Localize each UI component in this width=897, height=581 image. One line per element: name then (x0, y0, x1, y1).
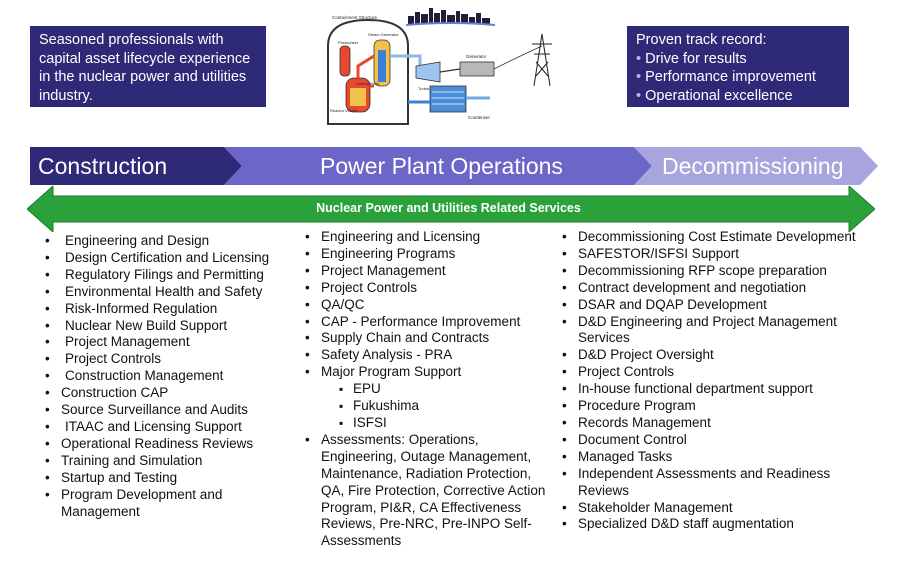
intro-box-experience: Seasoned professionals with capital asse… (30, 26, 266, 107)
containment-label: Containment Structure (332, 15, 378, 20)
track-record-item: Operational excellence (636, 87, 840, 106)
list-item: Project Controls (45, 351, 301, 368)
chevron-operations (224, 147, 652, 185)
list-item: Specialized D&D staff augmentation (562, 516, 878, 533)
list-item: Environmental Health and Safety (45, 284, 301, 301)
list-item: Construction Management (45, 368, 301, 385)
list-item: DSAR and DQAP Development (562, 297, 878, 314)
track-record-item: Drive for results (636, 50, 840, 69)
intro-box-track-record: Proven track record: Drive for results P… (627, 26, 849, 107)
list-item: CAP - Performance Improvement (305, 314, 551, 331)
list-item: Design Certification and Licensing (45, 250, 301, 267)
list-item: Engineering and Design (45, 233, 301, 250)
stage-operations: Power Plant Operations (320, 153, 563, 179)
condenser-label: Condenser (468, 115, 491, 120)
list-item: Project Management (305, 263, 551, 280)
list-item: Contract development and negotiation (562, 280, 878, 297)
list-item: Decommissioning RFP scope preparation (562, 263, 878, 280)
list-item: Construction CAP (45, 385, 301, 402)
list-item: Operational Readiness Reviews (45, 436, 301, 453)
sub-list-item: EPU (339, 381, 551, 398)
list-item: Engineering and Licensing (305, 229, 551, 246)
turbine-label: Turbine (418, 86, 432, 91)
list-item: Training and Simulation (45, 453, 301, 470)
chevron-construction (30, 147, 242, 185)
list-item: QA/QC (305, 297, 551, 314)
list-item: Regulatory Filings and Permitting (45, 267, 301, 284)
list-item: D&D Engineering and Project Management S… (562, 314, 878, 348)
list-item: D&D Project Oversight (562, 347, 878, 364)
list-item: In-house functional department support (562, 381, 878, 398)
intro-text: Seasoned professionals with capital asse… (39, 32, 251, 104)
list-item: SAFESTOR/ISFSI Support (562, 246, 878, 263)
construction-services-list: Engineering and Design Design Certificat… (45, 233, 301, 521)
list-item: Project Controls (305, 280, 551, 297)
list-item: Independent Assessments and Readiness Re… (562, 466, 878, 500)
list-item-assessments: Assessments: Operations, Engineering, Ou… (305, 432, 551, 550)
transmission-tower-icon (532, 33, 552, 87)
major-program-sublist: EPU Fukushima ISFSI (339, 381, 551, 432)
reactor-vessel-label: Reactor Vessel (330, 108, 357, 113)
chevron-decommissioning (634, 147, 878, 185)
city-skyline-icon (408, 8, 490, 24)
lifecycle-chevrons (30, 147, 878, 185)
list-item: Project Management (45, 334, 301, 351)
steam-generator-label: Steam Generator (368, 32, 399, 37)
list-item: Managed Tasks (562, 449, 878, 466)
track-record-item: Performance improvement (636, 68, 840, 87)
list-item: Program Development and Management (45, 487, 301, 521)
list-item: Records Management (562, 415, 878, 432)
list-item: Nuclear New Build Support (45, 318, 301, 335)
list-item: ITAAC and Licensing Support (45, 419, 301, 436)
sub-list-item: ISFSI (339, 415, 551, 432)
track-record-heading: Proven track record: (636, 32, 767, 48)
list-item: Procedure Program (562, 398, 878, 415)
list-item: Risk-Informed Regulation (45, 301, 301, 318)
control-rods-label: Control Rods (356, 81, 379, 86)
operations-services-list: Engineering and Licensing Engineering Pr… (305, 229, 551, 550)
list-item: Startup and Testing (45, 470, 301, 487)
track-record-list: Drive for results Performance improvemen… (636, 50, 840, 106)
services-double-arrow (27, 186, 875, 232)
decommissioning-services-list: Decommissioning Cost Estimate Developmen… (562, 229, 878, 533)
services-title: Nuclear Power and Utilities Related Serv… (316, 201, 581, 215)
list-item: Engineering Programs (305, 246, 551, 263)
list-item: Decommissioning Cost Estimate Developmen… (562, 229, 878, 246)
list-item: Document Control (562, 432, 878, 449)
nuclear-plant-diagram: Containment Structure Pressurizer Steam … (327, 8, 552, 125)
list-item: Major Program Support (305, 364, 551, 381)
sub-list-item: Fukushima (339, 398, 551, 415)
list-item: Stakeholder Management (562, 500, 878, 517)
list-item: Safety Analysis - PRA (305, 347, 551, 364)
pressurizer-label: Pressurizer (338, 40, 359, 45)
generator-label: Generator (466, 54, 487, 59)
stage-decommissioning: Decommissioning (662, 153, 844, 179)
stage-construction: Construction (38, 153, 168, 179)
list-item: Source Surveillance and Audits (45, 402, 301, 419)
list-item: Project Controls (562, 364, 878, 381)
list-item: Supply Chain and Contracts (305, 330, 551, 347)
